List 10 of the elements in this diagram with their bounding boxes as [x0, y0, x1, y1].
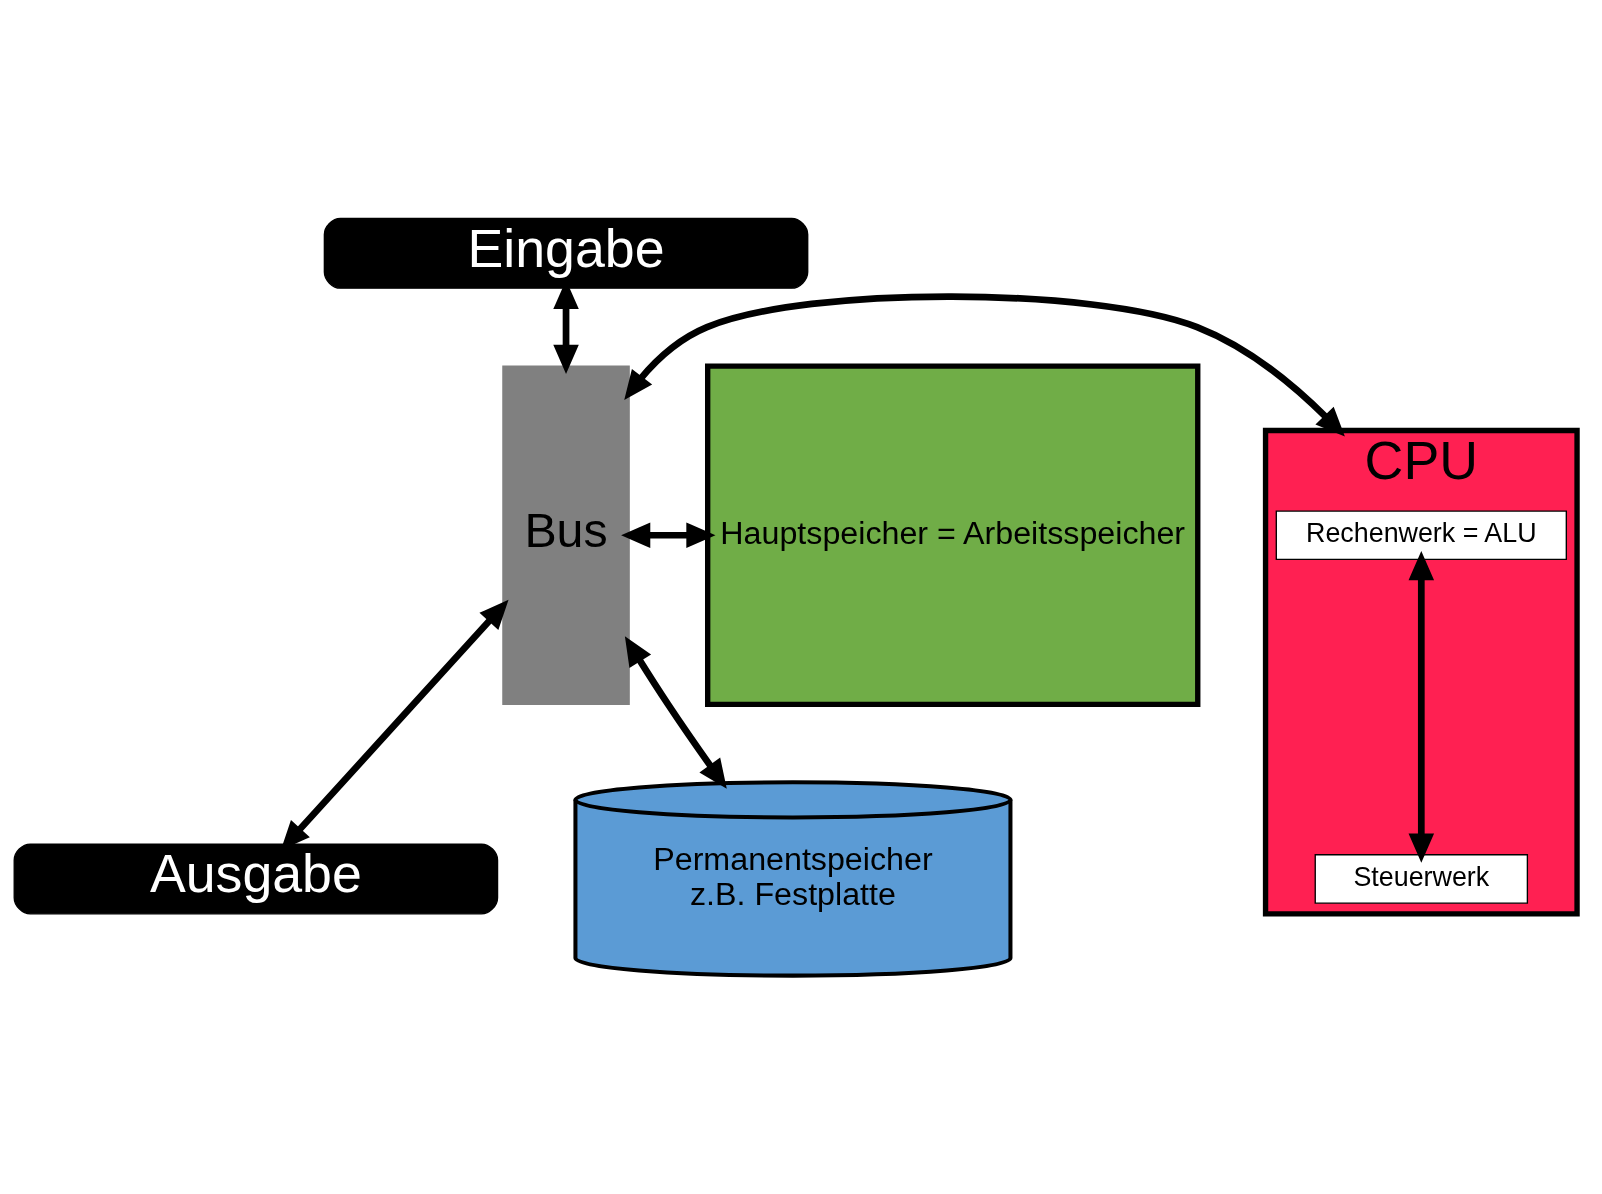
node-box: Rechenwerk = ALU: [1275, 510, 1567, 561]
arrow: [621, 522, 716, 548]
node-box: Eingabe: [323, 217, 809, 289]
arrow: [624, 636, 727, 789]
node-box: Steuerwerk: [1314, 854, 1529, 904]
node-box: Hauptspeicher = Arbeitsspeicher: [705, 363, 1201, 708]
node-box: Bus: [502, 365, 630, 706]
node-box: Ausgabe: [13, 843, 499, 915]
arrow: [624, 293, 1345, 437]
arrow: [1408, 551, 1435, 863]
